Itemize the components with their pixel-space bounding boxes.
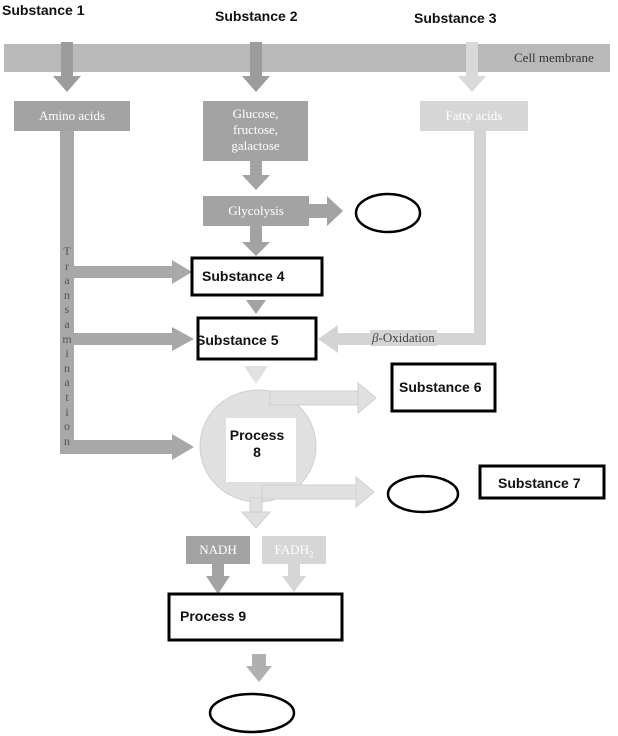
sugars-to-glycolysis-arrow — [242, 161, 270, 190]
transamination-letter: o — [64, 419, 70, 434]
substance7-box — [478, 464, 606, 500]
membrane-arrow-1 — [53, 42, 81, 92]
fadh-text: FADH — [274, 542, 309, 557]
beta-symbol: β — [372, 330, 379, 345]
transamination-letter: t — [65, 389, 69, 404]
amino-branch-to-substance4 — [74, 260, 192, 284]
amino-branch-to-substance5 — [74, 327, 194, 351]
glycolysis-product-oval — [354, 192, 422, 234]
transamination-letter: a — [64, 316, 70, 331]
amino-acids-box — [14, 101, 130, 131]
process8-label: Process 8 — [222, 427, 292, 461]
fatty-vertical-line — [474, 131, 486, 345]
glycolysis-label: Glycolysis — [228, 203, 284, 218]
membrane-arrow-2 — [242, 42, 270, 92]
transamination-letter: r — [65, 258, 69, 273]
transamination-letter: i — [65, 346, 69, 361]
fatty-acids-label: Fatty acids — [445, 108, 503, 123]
process8-label-line2: 8 — [253, 444, 261, 460]
substance5-box — [196, 316, 318, 361]
process9-box — [167, 592, 344, 642]
substance4-label: Substance 4 — [202, 268, 285, 284]
substance6-box — [390, 362, 497, 413]
substance7-label: Substance 7 — [498, 475, 581, 491]
oxidation-text: -Oxidation — [378, 330, 435, 345]
fadh-subscript: 2 — [308, 549, 314, 560]
membrane-arrow-3 — [458, 42, 486, 92]
transamination-label: T r a n s a m i n a t i o n — [60, 244, 74, 448]
substance5-label: Substance 5 — [196, 332, 279, 348]
beta-oxidation-arrowhead — [318, 325, 338, 353]
substance5-down-arrow — [244, 366, 268, 384]
transamination-letter: m — [62, 331, 72, 346]
cycle-down-arrow — [240, 497, 272, 529]
substance4-box — [190, 256, 324, 297]
cell-membrane-label: Cell membrane — [514, 50, 594, 65]
transamination-letter: T — [63, 244, 71, 258]
transamination-letter: s — [64, 302, 70, 317]
substance6-label: Substance 6 — [399, 379, 482, 395]
nadh-box — [186, 536, 250, 564]
fatty-acids-box — [420, 101, 528, 131]
process9-label: Process 9 — [180, 608, 247, 624]
substance1-label: Substance 1 — [2, 2, 85, 18]
nadh-label: NADH — [199, 542, 237, 557]
amino-branch-to-process8 — [60, 434, 194, 460]
beta-oxidation-label: β-Oxidation — [370, 330, 437, 346]
sugars-box — [203, 101, 308, 161]
substance4-down-arrow — [246, 300, 266, 314]
fadh2-down-arrow — [282, 564, 306, 592]
amino-acids-label: Amino acids — [38, 108, 106, 123]
cycle-arrow-to-oval — [261, 475, 375, 509]
transamination-letter: n — [64, 287, 70, 302]
sugars-label-line2: fructose, — [232, 122, 279, 137]
process8-label-area — [226, 418, 296, 482]
transamination-letter: n — [64, 433, 70, 448]
substance2-label: Substance 2 — [215, 8, 298, 24]
cycle-product-oval — [386, 474, 460, 514]
nadh-down-arrow — [206, 564, 230, 594]
sugars-label-line3: galactose — [231, 138, 280, 153]
glycolysis-down-arrow — [242, 226, 270, 256]
substance3-label: Substance 3 — [414, 10, 497, 26]
cycle-arrow-to-substance6 — [269, 381, 377, 415]
transamination-letter: a — [64, 273, 70, 288]
process8-label-line1: Process — [229, 427, 285, 443]
transamination-letter: i — [65, 404, 69, 419]
fadh2-label: FADH2 — [262, 542, 326, 560]
transamination-letter: a — [64, 375, 70, 390]
sugars-label-line1: Glucose, — [232, 106, 279, 121]
final-product-oval — [208, 692, 296, 734]
fadh2-box — [262, 536, 326, 564]
glycolysis-box — [203, 196, 309, 226]
transamination-letter: n — [64, 360, 70, 375]
glycolysis-side-arrow — [309, 196, 343, 226]
cell-membrane — [4, 44, 610, 72]
amino-vertical-line — [60, 131, 74, 454]
process9-down-arrow — [246, 654, 272, 682]
